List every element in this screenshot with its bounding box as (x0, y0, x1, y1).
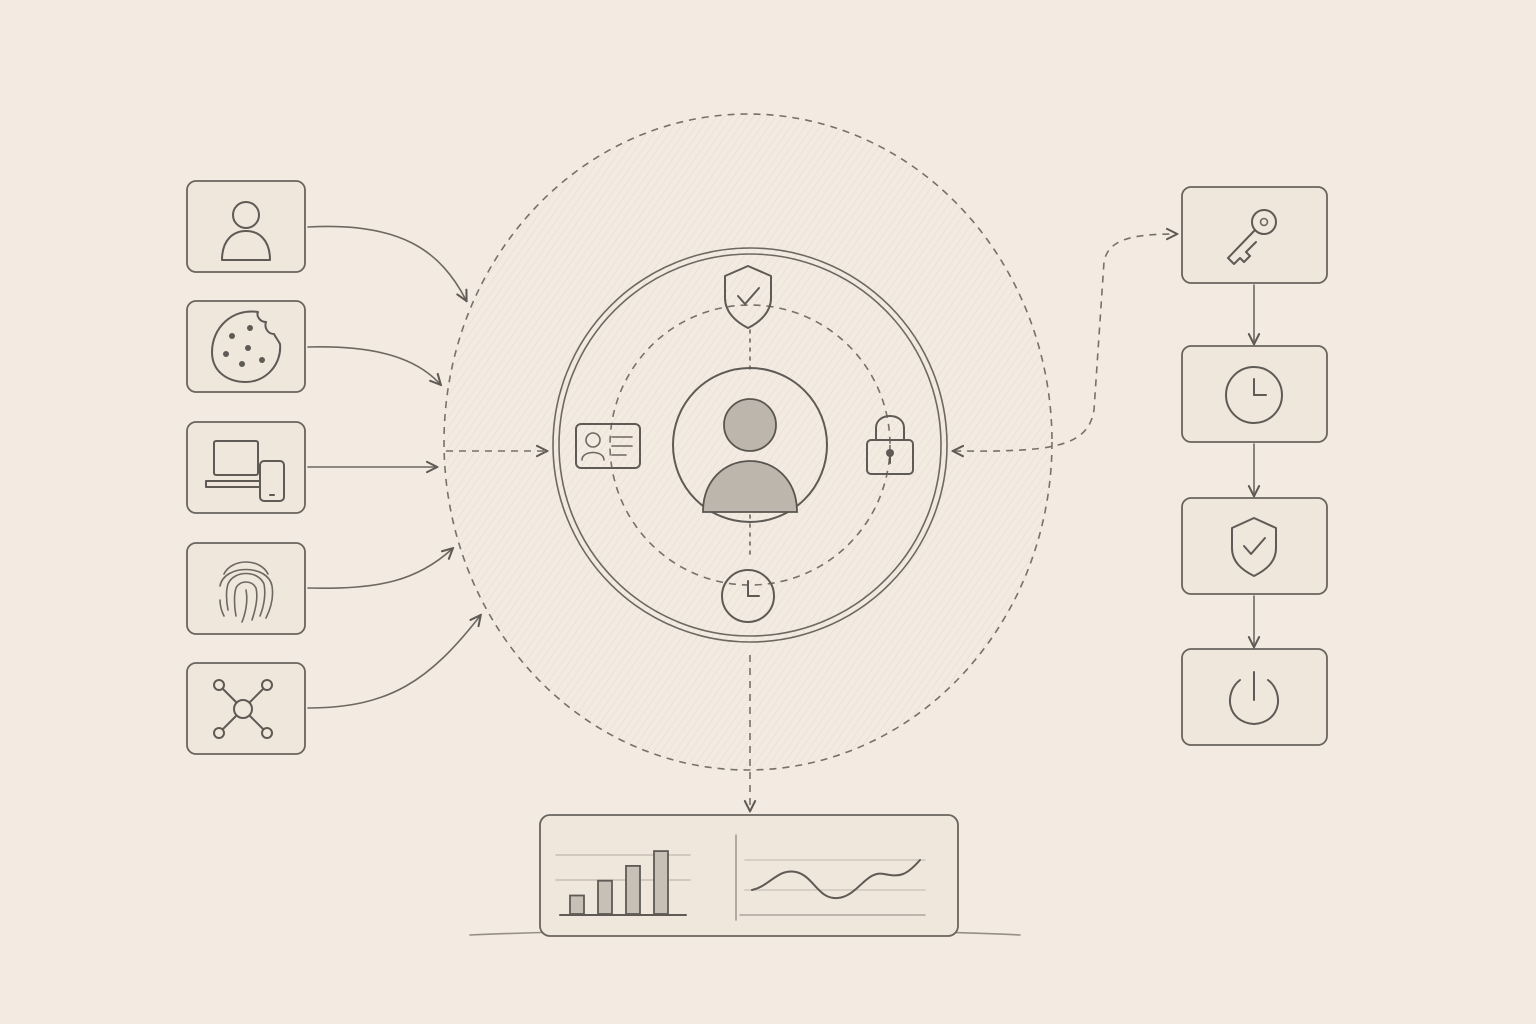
flow-clock[interactable] (1181, 345, 1328, 443)
input-devices[interactable] (186, 421, 306, 514)
flow-shield[interactable] (1181, 497, 1328, 595)
input-network[interactable] (186, 662, 306, 755)
bar (625, 865, 641, 915)
bar (653, 850, 669, 915)
flow-key[interactable] (1181, 186, 1328, 284)
left-inputs (186, 180, 306, 755)
user-icon (221, 201, 271, 261)
output-panel[interactable] (469, 814, 1021, 937)
network-icon (213, 679, 273, 739)
cookie-icon (211, 310, 282, 383)
input-arrows (307, 225, 546, 709)
bar (597, 879, 613, 915)
flow-power[interactable] (1181, 648, 1328, 746)
input-cookie[interactable] (186, 300, 306, 393)
line-chart-icon (739, 859, 926, 916)
session-ring (552, 247, 948, 643)
input-user[interactable] (186, 180, 306, 273)
id-card-icon (575, 423, 641, 469)
shield-check-icon (724, 265, 772, 329)
bar-chart-icon (555, 850, 691, 916)
key-icon (1227, 209, 1277, 265)
clock-icon (1225, 366, 1283, 424)
padlock-icon (866, 415, 914, 475)
fingerprint-icon (219, 561, 274, 623)
right-flow (1181, 186, 1328, 746)
user-avatar-icon (672, 367, 828, 523)
input-fingerprint[interactable] (186, 542, 306, 635)
power-icon (1229, 671, 1279, 725)
clock-icon (721, 569, 775, 623)
shield-check-icon (1231, 517, 1277, 577)
devices-icon (205, 440, 285, 502)
flow-arrows (954, 234, 1254, 646)
bar (569, 894, 585, 915)
